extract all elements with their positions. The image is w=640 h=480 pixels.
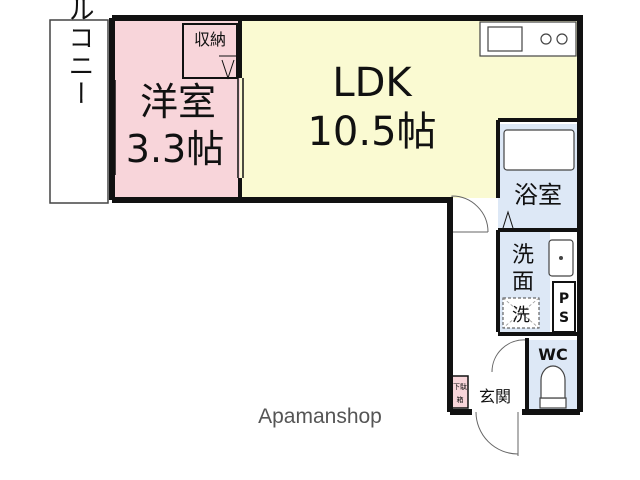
wash-basin-drain xyxy=(559,256,563,260)
stove-burner-left xyxy=(540,33,552,45)
bathtub xyxy=(503,129,575,171)
washer-label: 洗 xyxy=(512,305,530,326)
stove-burner-right xyxy=(556,33,568,45)
toilet-door-swing xyxy=(491,339,527,373)
washroom-label-bottom: 面 xyxy=(512,270,534,295)
western-room-name: 洋室 xyxy=(140,80,216,124)
western-room-size: 3.3帖 xyxy=(126,127,224,171)
shoe-box-label-top: 下駄 xyxy=(453,382,467,391)
washroom-label-top: 洗 xyxy=(512,243,534,268)
storage-label: 収納 xyxy=(194,30,226,49)
bathroom-label: 浴室 xyxy=(514,181,562,209)
pipe-space-label-bottom: S xyxy=(559,310,569,326)
hallway-door-swing xyxy=(451,195,489,233)
ldk-room xyxy=(240,20,578,198)
walls xyxy=(109,15,583,415)
kitchen-sink xyxy=(487,26,523,52)
hallway xyxy=(450,198,498,398)
ldk-size: 10.5帖 xyxy=(307,109,436,155)
balcony-label: バルコニー xyxy=(64,0,94,108)
interior-walls xyxy=(238,18,580,410)
toilet-bowl xyxy=(540,365,566,399)
balcony-area xyxy=(49,19,109,204)
ldk-name: LDK xyxy=(332,60,413,106)
pipe-space-label-top: P xyxy=(559,291,569,307)
storage-door-swing xyxy=(221,59,235,80)
watermark: Apamanshop xyxy=(258,405,382,428)
toilet-tank xyxy=(539,397,567,409)
entrance-label: 玄関 xyxy=(479,387,511,406)
washer-space-diag-a xyxy=(502,297,540,329)
storage-closet xyxy=(182,23,238,79)
front-door-swing xyxy=(475,411,519,455)
shoe-box-label-bottom: 箱 xyxy=(457,395,464,404)
bathroom-door-swing xyxy=(502,210,514,229)
washer-space-diag-b xyxy=(502,297,540,329)
toilet-label: WC xyxy=(538,345,567,364)
